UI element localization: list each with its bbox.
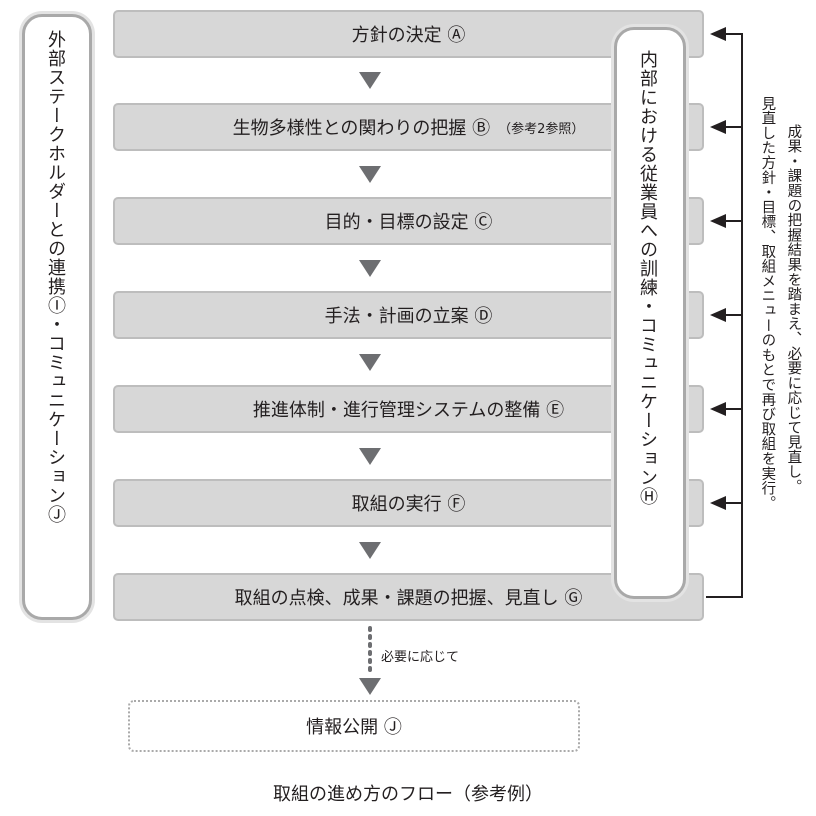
feedback-note-reexecute: 見直した方針・目標、取組メニューのもとで再び取組を実行。	[759, 96, 776, 511]
step-reference-note: （参考2参照）	[498, 121, 585, 137]
figure-caption: 取組の進め方のフロー（参考例）	[273, 784, 543, 805]
flow-arrow	[359, 448, 381, 465]
step-system-setup: 推進体制・進行管理システムの整備 Ⓔ	[113, 385, 704, 433]
internal-training-text: 内部における従業員への訓練・コミュニケーションⒽ	[637, 50, 658, 506]
feedback-note-review: 成果・課題の把握結果を踏まえ、必要に応じて見直し。	[785, 124, 802, 494]
flow-arrow	[359, 260, 381, 277]
optional-arrowhead	[359, 678, 381, 695]
step-label: 目的・目標の設定 Ⓒ	[324, 212, 493, 233]
step-label: 取組の実行 Ⓕ	[351, 494, 466, 515]
step-label: 推進体制・進行管理システムの整備 Ⓔ	[252, 400, 565, 421]
external-stakeholder-text: 外部ステークホルダーとの連携Ⓘ・コミュニケーションⒿ	[45, 30, 66, 524]
step-label: 方針の決定 Ⓐ	[351, 25, 466, 46]
feedback-arrowhead	[710, 214, 726, 228]
flow-arrow	[359, 542, 381, 559]
information-disclosure-box: 情報公開 Ⓙ	[128, 700, 580, 752]
flow-arrow	[359, 354, 381, 371]
disclosure-label: 情報公開 Ⓙ	[306, 717, 402, 738]
external-stakeholder-box	[22, 14, 92, 620]
optional-label: 必要に応じて	[381, 650, 460, 665]
feedback-arrowhead	[710, 308, 726, 322]
step-objectives: 目的・目標の設定 Ⓒ	[113, 197, 704, 245]
step-biodiversity-grasp: 生物多様性との関わりの把握 Ⓑ （参考2参照）	[113, 103, 704, 151]
step-planning: 手法・計画の立案 Ⓓ	[113, 291, 704, 339]
feedback-arrowhead	[710, 27, 726, 41]
feedback-arrowhead	[710, 496, 726, 510]
flow-arrow	[359, 166, 381, 183]
flow-arrow	[359, 72, 381, 89]
step-review: 取組の点検、成果・課題の把握、見直し Ⓖ	[113, 573, 704, 621]
step-label: 取組の点検、成果・課題の把握、見直し Ⓖ	[234, 588, 583, 609]
feedback-arrowhead	[710, 120, 726, 134]
step-execution: 取組の実行 Ⓕ	[113, 479, 704, 527]
step-policy: 方針の決定 Ⓐ	[113, 10, 704, 58]
feedback-arrowhead	[710, 402, 726, 416]
step-label: 手法・計画の立案 Ⓓ	[324, 306, 493, 327]
internal-training-box	[614, 27, 686, 599]
step-label: 生物多様性との関わりの把握 Ⓑ	[232, 118, 491, 139]
